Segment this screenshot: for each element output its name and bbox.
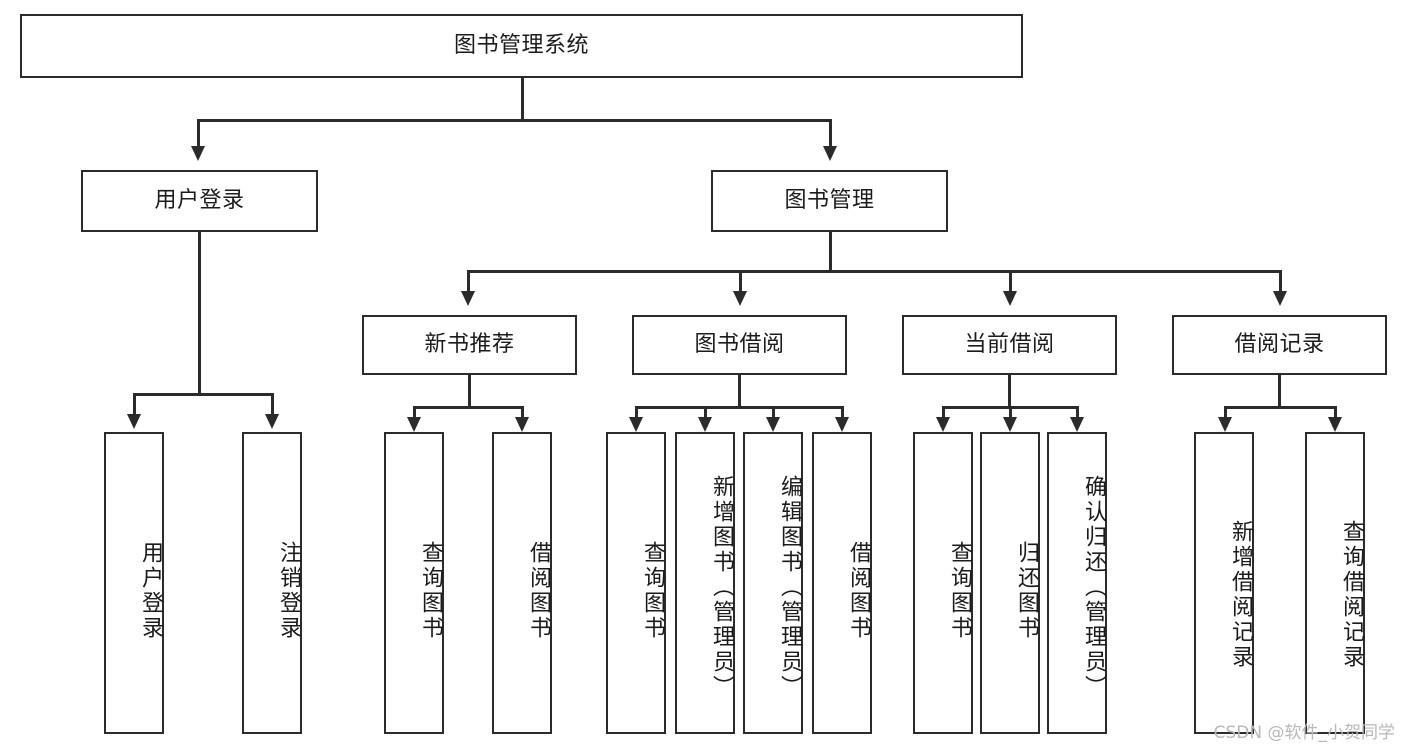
edge-bm-to-current-borrow — [1009, 270, 1012, 292]
edge-bm-to-new-book — [467, 270, 470, 292]
edge-book-borrow-bus — [635, 406, 843, 409]
arrowhead-leaf-add-record — [1218, 417, 1232, 432]
edge-newbook-child-2 — [521, 406, 524, 418]
edge-borrow-record-bus — [1224, 406, 1336, 409]
edge-user-login-child-2 — [271, 393, 274, 415]
edge-bb-child-1 — [635, 406, 638, 418]
edge-new-book-stem — [468, 375, 471, 408]
node-leaf-logout-label: 注销登录 — [276, 541, 301, 641]
node-leaf-query-record-label: 查询借阅记录 — [1339, 520, 1364, 670]
node-leaf-borrow-book-1-label: 借阅图书 — [526, 541, 551, 641]
arrowhead-leaf-query-book-3 — [936, 417, 950, 432]
node-leaf-return-book-label: 归还图书 — [1014, 541, 1039, 641]
node-book-management-label: 图书管理 — [784, 187, 875, 213]
node-book-borrow[interactable]: 图书借阅 — [632, 315, 847, 375]
arrowhead-leaf-logout — [265, 414, 279, 429]
arrowhead-borrow-record — [1273, 291, 1287, 306]
node-book-management[interactable]: 图书管理 — [711, 170, 948, 232]
arrowhead-leaf-add-book — [698, 417, 712, 432]
edge-borrow-record-stem — [1278, 375, 1281, 408]
edge-cb-child-3 — [1076, 406, 1079, 418]
arrowhead-leaf-query-book-2 — [629, 417, 643, 432]
edge-root-stem — [521, 78, 524, 120]
node-leaf-add-book[interactable]: 新增图书（管理员） — [675, 432, 735, 734]
node-leaf-query-book-3[interactable]: 查询图书 — [913, 432, 973, 734]
edge-current-borrow-stem — [1008, 375, 1011, 408]
edge-bm-to-book-borrow — [739, 270, 742, 292]
node-leaf-logout[interactable]: 注销登录 — [242, 432, 302, 734]
csdn-watermark: CSDN @软件_小贺同学 — [1213, 723, 1395, 743]
node-book-borrow-label: 图书借阅 — [694, 331, 785, 357]
arrowhead-book-borrow — [733, 291, 747, 306]
edge-root-bus — [197, 119, 831, 122]
node-root[interactable]: 图书管理系统 — [20, 14, 1023, 78]
node-leaf-query-book-2-label: 查询图书 — [640, 541, 665, 641]
node-leaf-query-record[interactable]: 查询借阅记录 — [1305, 432, 1365, 734]
node-user-login-label: 用户登录 — [154, 187, 245, 213]
edge-bb-child-4 — [841, 406, 844, 418]
arrowhead-leaf-confirm-return — [1070, 417, 1084, 432]
edge-cb-child-2 — [1009, 406, 1012, 418]
node-leaf-add-record-label: 新增借阅记录 — [1228, 520, 1253, 670]
arrowhead-new-book-recommend — [461, 291, 475, 306]
node-leaf-return-book[interactable]: 归还图书 — [980, 432, 1040, 734]
edge-book-borrow-stem — [738, 375, 741, 408]
node-leaf-add-book-label: 新增图书（管理员） — [709, 474, 734, 700]
arrowhead-user-login — [191, 146, 205, 161]
node-leaf-add-record[interactable]: 新增借阅记录 — [1194, 432, 1254, 734]
edge-br-child-1 — [1224, 406, 1227, 418]
edge-book-management-bus — [467, 270, 1282, 273]
node-new-book-recommend-label: 新书推荐 — [424, 331, 515, 357]
arrowhead-leaf-return-book — [1003, 417, 1017, 432]
arrowhead-leaf-edit-book — [766, 417, 780, 432]
node-leaf-edit-book[interactable]: 编辑图书（管理员） — [743, 432, 803, 734]
node-current-borrow-label: 当前借阅 — [964, 331, 1055, 357]
node-leaf-borrow-book-2[interactable]: 借阅图书 — [812, 432, 872, 734]
arrowhead-leaf-borrow-book-2 — [835, 417, 849, 432]
edge-cb-child-1 — [942, 406, 945, 418]
node-leaf-user-login[interactable]: 用户登录 — [104, 432, 164, 734]
arrowhead-book-management — [823, 146, 837, 161]
arrowhead-leaf-query-record — [1328, 417, 1342, 432]
edge-newbook-child-1 — [413, 406, 416, 418]
node-root-label: 图书管理系统 — [453, 32, 589, 58]
node-leaf-borrow-book-1[interactable]: 借阅图书 — [492, 432, 552, 734]
node-leaf-query-book-1[interactable]: 查询图书 — [384, 432, 444, 734]
edge-root-to-book-management — [829, 119, 832, 147]
node-borrow-record-label: 借阅记录 — [1234, 331, 1325, 357]
node-user-login[interactable]: 用户登录 — [81, 170, 318, 232]
edge-root-to-user-login — [197, 119, 200, 147]
arrowhead-leaf-query-book-1 — [407, 417, 421, 432]
edge-new-book-bus — [413, 406, 523, 409]
arrowhead-leaf-borrow-book-1 — [515, 417, 529, 432]
node-borrow-record[interactable]: 借阅记录 — [1172, 315, 1387, 375]
edge-bb-child-2 — [704, 406, 707, 418]
edge-user-login-child-1 — [133, 393, 136, 415]
node-leaf-borrow-book-2-label: 借阅图书 — [846, 541, 871, 641]
edge-bb-child-3 — [772, 406, 775, 418]
edge-book-management-stem — [829, 232, 832, 271]
node-leaf-user-login-label: 用户登录 — [138, 541, 163, 641]
arrowhead-leaf-user-login — [127, 414, 141, 429]
node-leaf-confirm-return-label: 确认归还（管理员） — [1081, 474, 1106, 700]
edge-br-child-2 — [1334, 406, 1337, 418]
edge-bm-to-borrow-record — [1279, 270, 1282, 292]
node-leaf-query-book-3-label: 查询图书 — [947, 541, 972, 641]
node-leaf-query-book-1-label: 查询图书 — [418, 541, 443, 641]
node-leaf-confirm-return[interactable]: 确认归还（管理员） — [1047, 432, 1107, 734]
node-new-book-recommend[interactable]: 新书推荐 — [362, 315, 577, 375]
arrowhead-current-borrow — [1003, 291, 1017, 306]
node-leaf-edit-book-label: 编辑图书（管理员） — [777, 474, 802, 700]
edge-user-login-bus — [133, 393, 272, 396]
edge-user-login-stem — [198, 232, 201, 394]
node-current-borrow[interactable]: 当前借阅 — [902, 315, 1117, 375]
node-leaf-query-book-2[interactable]: 查询图书 — [606, 432, 666, 734]
